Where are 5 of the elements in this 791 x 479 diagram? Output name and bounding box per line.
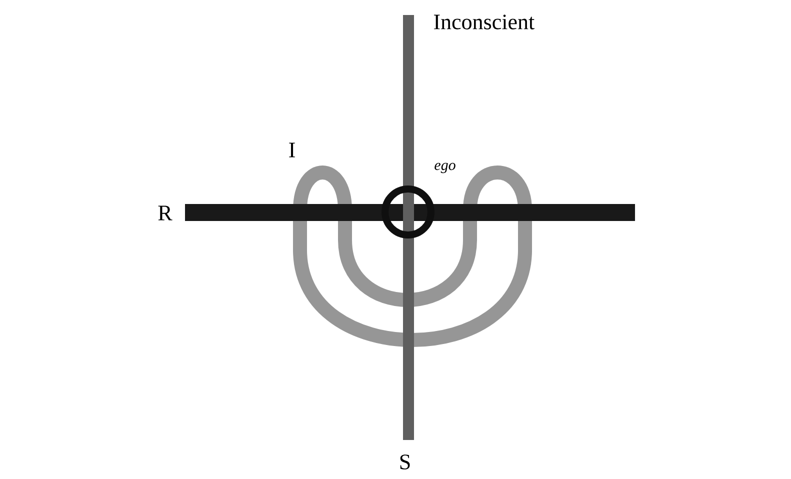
axis-label: S	[400, 454, 410, 470]
axis-label: Inconscient	[434, 14, 534, 30]
axis-label: ego	[434, 162, 456, 174]
axis-label: I	[289, 142, 295, 158]
axis-label: R	[158, 206, 172, 220]
